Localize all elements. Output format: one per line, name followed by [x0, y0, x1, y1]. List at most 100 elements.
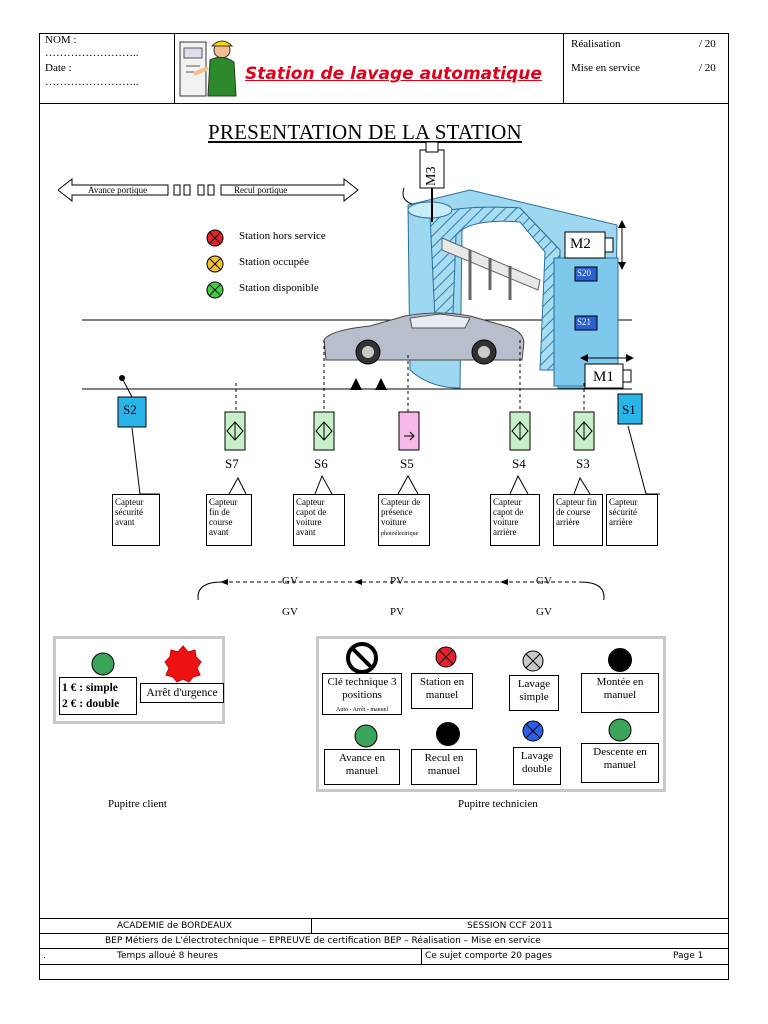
s7-label: S7: [225, 456, 239, 471]
mise-label: Mise en service: [571, 62, 641, 74]
footer-academie: ACADEMIE de BORDEAUX: [117, 921, 233, 931]
s21-label: S21: [577, 317, 592, 327]
wheel-stop-2: [375, 378, 387, 390]
speed-bottom-gv1: GV: [282, 606, 298, 618]
m1-label: M1: [593, 369, 614, 385]
sensor-s5-icon: [398, 411, 420, 451]
m3-label: M3: [424, 166, 439, 186]
date-dots[interactable]: ……………………..: [45, 76, 139, 88]
speed-top-pv: PV: [390, 575, 405, 587]
sensor-s3-icon: [573, 411, 595, 451]
page-frame: [39, 33, 729, 980]
s6-label: S6: [314, 456, 328, 471]
footer-row-1: ACADEMIE de BORDEAUX SESSION CCF 2011: [39, 918, 729, 934]
legend-disponible: Station disponible: [239, 282, 319, 294]
motor-m1-icon: [580, 354, 634, 389]
client-panel: 1 € : simple 2 € : double Arrêt d'urgenc…: [53, 636, 225, 724]
wash-double-lamp-icon: [522, 720, 544, 742]
footer-temps: Temps alloué 8 heures: [117, 951, 218, 961]
coin-button-icon[interactable]: [90, 651, 116, 677]
sensor-s4-icon: [509, 411, 531, 451]
speed-top-gv2: GV: [536, 575, 552, 587]
sensor-s1: [617, 393, 643, 425]
technician-icon: [179, 40, 237, 97]
sensor-s6-icon: [313, 411, 335, 451]
callout-s5: Capteur de présence voiture photoélectri…: [378, 494, 430, 546]
callout-s5-main: Capteur de présence voiture: [381, 497, 421, 527]
footer-row-3: . Temps alloué 8 heures Ce sujet comport…: [39, 948, 729, 965]
realisation-label: Réalisation: [571, 38, 621, 50]
lamp-green-icon: [206, 281, 224, 299]
identity-cell: NOM : …………………….. Date : ……………………..: [39, 33, 175, 103]
s3-label: S3: [576, 456, 590, 471]
up-manual-box: Montée en manuel: [581, 673, 659, 713]
callout-s1: Capteur sécurité arrière: [606, 494, 658, 546]
page-title: PRESENTATION DE LA STATION: [208, 120, 522, 144]
callout-s4: Capteur capot de voiture arrière: [490, 494, 540, 546]
callout-s6: Capteur capot de voiture avant: [293, 494, 345, 546]
motor-m2-icon: [564, 220, 626, 270]
callout-s3: Capteur fin de course arrière: [553, 494, 603, 546]
footer-dot: .: [43, 951, 46, 961]
manual-box: Station en manuel: [411, 673, 473, 709]
manual-lamp-icon: [435, 646, 457, 668]
title-cell: Station de lavage automatique: [175, 33, 564, 103]
m2-label: M2: [570, 236, 591, 252]
client-panel-caption: Pupitre client: [108, 798, 167, 810]
s20-label: S20: [577, 268, 592, 278]
s2-label: S2: [123, 402, 137, 417]
emergency-label: Arrêt d'urgence: [140, 683, 224, 703]
technician-panel: Clé technique 3 positions Auto - Arrêt -…: [316, 636, 666, 792]
back-manual-box: Recul en manuel: [411, 749, 477, 785]
forward-button-icon[interactable]: [353, 723, 379, 749]
page-header-title: Station de lavage automatique: [245, 64, 542, 84]
recul-label: Recul portique: [234, 185, 288, 195]
coin-price-box: 1 € : simple 2 € : double: [59, 677, 137, 715]
back-button-icon[interactable]: [435, 721, 461, 747]
down-button-icon[interactable]: [607, 717, 633, 743]
callout-s7: Capteur fin de course avant: [206, 494, 252, 546]
key-title: Clé technique 3 positions: [327, 676, 397, 701]
legend-occupee: Station occupée: [239, 256, 309, 268]
header: NOM : …………………….. Date : …………………….. Stati…: [39, 33, 729, 104]
speed-top-gv1: GV: [282, 575, 298, 587]
emergency-stop-icon[interactable]: [164, 645, 202, 683]
speed-profile: [197, 579, 605, 600]
realisation-score: / 20: [699, 38, 716, 50]
nom-dots[interactable]: ……………………..: [45, 47, 139, 59]
speed-bottom-gv2: GV: [536, 606, 552, 618]
forward-manual-box: Avance en manuel: [324, 749, 400, 785]
key-switch-icon[interactable]: [345, 641, 379, 675]
direction-arrows: [58, 178, 359, 203]
station-diagram: [82, 141, 660, 600]
motor-m3-icon: [402, 141, 445, 222]
mise-score: / 20: [699, 62, 716, 74]
price-simple: 1 € : simple: [62, 682, 118, 694]
s5-label: S5: [400, 456, 414, 471]
footer-pages: Ce sujet comporte 20 pages: [425, 951, 553, 961]
up-button-icon[interactable]: [607, 647, 633, 673]
footer-session: SESSION CCF 2011: [467, 921, 553, 931]
wash-double-box: Lavage double: [513, 747, 561, 785]
date-label: Date :: [45, 62, 72, 74]
footer-row-2: BEP Métiers de L'électrotechnique – EPRE…: [39, 933, 729, 949]
nom-label: NOM :: [45, 34, 77, 46]
lamp-yellow-icon: [206, 255, 224, 273]
s20-box: [574, 266, 598, 282]
wash-simple-lamp-icon: [522, 650, 544, 672]
price-double: 2 € : double: [62, 698, 120, 710]
key-sub: Auto - Arrêt - manuel: [336, 707, 388, 713]
legend-lamps: [206, 229, 224, 299]
s21-box: [574, 315, 598, 331]
sensor-s2: [117, 396, 147, 428]
sensor-s7-icon: [224, 411, 246, 451]
recul-arrow: [220, 178, 359, 203]
lamp-red-icon: [206, 229, 224, 247]
callout-s2: Capteur sécurité avant: [112, 494, 160, 546]
callout-s5-sub: photoélectrique: [381, 531, 419, 537]
avance-arrow: [58, 178, 169, 203]
wheel-stop-1: [350, 378, 362, 390]
footer-bep: BEP Métiers de L'électrotechnique – EPRE…: [105, 936, 541, 946]
s1-label: S1: [622, 402, 636, 417]
footer-page-number: Page 1: [673, 951, 704, 961]
